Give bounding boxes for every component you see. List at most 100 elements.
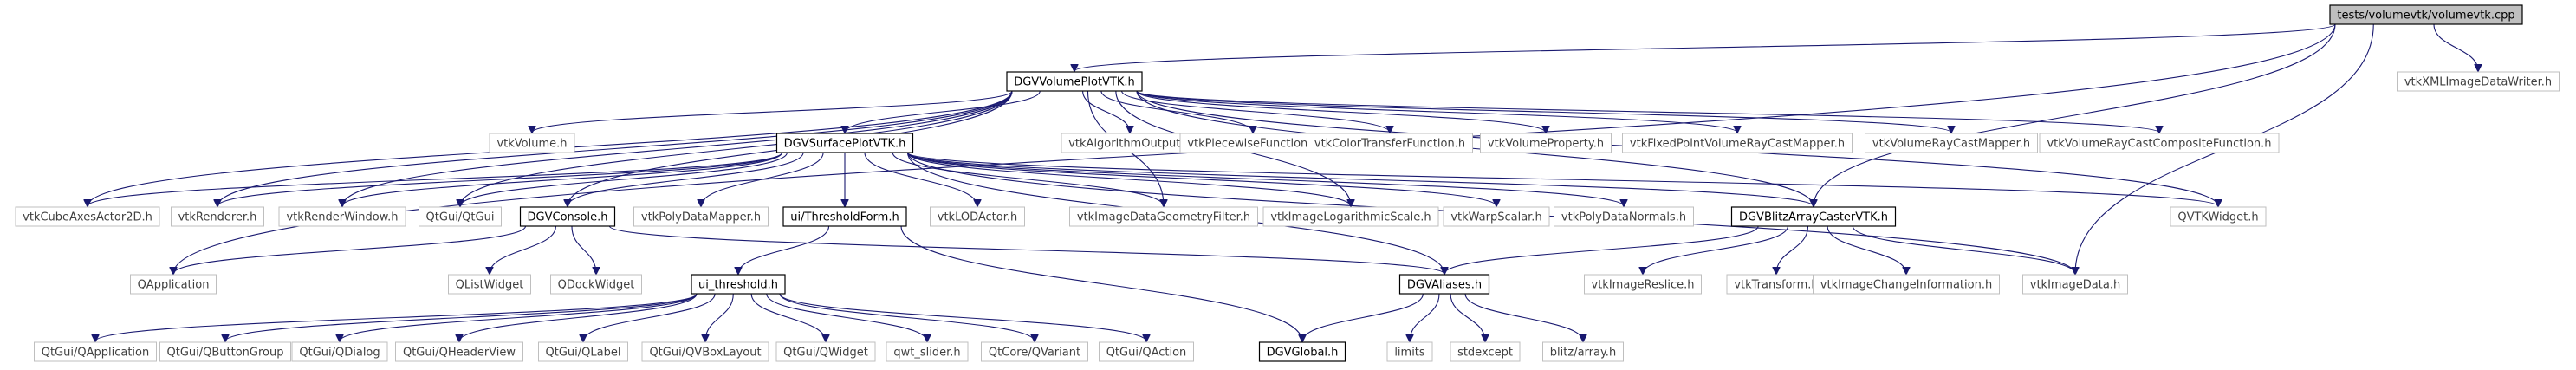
- node-box: [538, 341, 628, 362]
- node-label: DGVBlitzArrayCasterVTK.h: [1739, 211, 1888, 224]
- node-label: stdexcept: [1457, 347, 1513, 360]
- node-box: [291, 341, 388, 362]
- edge-uithreshold-to-qaction: [779, 293, 1146, 341]
- edge-dgvsurf-to-polymapper: [701, 152, 824, 206]
- node-dgvaliases-h[interactable]: DGVAliases.h: [1398, 274, 1490, 295]
- edge-uithreshold-to-qgui_qapp: [95, 293, 698, 341]
- node-vtkcolortransferfunction-h: vtkColorTransferFunction.h: [1307, 133, 1473, 153]
- edge-dgvsurf-to-dgvconsole: [568, 152, 804, 206]
- node-qtgui-qvboxlayout: QtGui/QVBoxLayout: [641, 341, 769, 362]
- node-label: QtGui/QApplication: [42, 347, 150, 360]
- node-label: vtkLODActor.h: [938, 211, 1018, 224]
- node-label: QtCore/QVariant: [989, 347, 1080, 360]
- node-qtgui-qlabel: QtGui/QLabel: [538, 341, 628, 362]
- node-label: QVTKWidget.h: [2177, 211, 2258, 224]
- node-box: [1398, 274, 1490, 295]
- edge-uithreshold-to-qheaderview: [459, 293, 698, 341]
- node-box: [1554, 206, 1694, 227]
- node-box: [1622, 133, 1853, 153]
- node-qtgui-qbuttongroup: QtGui/QButtonGroup: [159, 341, 291, 362]
- node-box: [1480, 133, 1612, 153]
- node-box: [1386, 341, 1433, 362]
- node-label: vtkColorTransferFunction.h: [1314, 138, 1465, 151]
- edge-dgvaliases-to-stdexcept: [1450, 293, 1485, 341]
- edge-blitzcaster-to-imagedata: [1852, 225, 2075, 274]
- node-label: vtkVolume.h: [496, 138, 567, 151]
- edge-blitzcaster-to-dgvaliases: [1444, 225, 1759, 274]
- node-label: vtkImageData.h: [2030, 279, 2120, 292]
- node-label: DGVVolumePlotVTK.h: [1014, 76, 1135, 89]
- node-dgvconsole-h[interactable]: DGVConsole.h: [519, 206, 616, 227]
- edge-dgvvol-to-colortf: [1121, 90, 1390, 133]
- node-label: vtkRenderWindow.h: [286, 211, 398, 224]
- node-box: [34, 341, 157, 362]
- node-qtgui-qheaderview: QtGui/QHeaderView: [395, 341, 523, 362]
- node-label: vtkXMLImageDataWriter.h: [2404, 76, 2552, 89]
- node-vtkvolume-h: vtkVolume.h: [489, 133, 575, 153]
- node-ui-threshold-h[interactable]: ui_threshold.h: [691, 274, 786, 295]
- node-box: [775, 133, 914, 153]
- node-qapplication: QApplication: [130, 274, 217, 295]
- node-qlistwidget: QListWidget: [448, 274, 531, 295]
- node-box: [395, 341, 523, 362]
- node-vtkimagedatageometryfilter-h: vtkImageDataGeometryFilter.h: [1069, 206, 1258, 227]
- node-vtkvolumeraycastmapper-h: vtkVolumeRayCastMapper.h: [1865, 133, 2038, 153]
- node-label: QListWidget: [456, 279, 524, 292]
- node-box: [2039, 133, 2280, 153]
- edge-dgvsurf-to-lodactor: [864, 152, 977, 206]
- node-vtkpolydatamapper-h: vtkPolyDataMapper.h: [633, 206, 769, 227]
- node-box: [1258, 341, 1346, 362]
- node-box: [775, 341, 876, 362]
- node-vtkrenderwindow-h: vtkRenderWindow.h: [278, 206, 406, 227]
- node-qtgui-qwidget: QtGui/QWidget: [775, 341, 876, 362]
- edge-dgvsurf-to-qvtkwidget: [906, 152, 2219, 206]
- node-label: vtkImageLogarithmicScale.h: [1270, 211, 1431, 224]
- edge-dgvvol-to-renderer: [217, 90, 1013, 206]
- node-box: [1099, 341, 1194, 362]
- node-vtkimagechangeinformation-h: vtkImageChangeInformation.h: [1813, 274, 2000, 295]
- node-dgvglobal-h[interactable]: DGVGlobal.h: [1258, 341, 1346, 362]
- node-tests-volumevtk-volumevtk-cpp[interactable]: tests/volumevtk/volumevtk.cpp: [2329, 4, 2523, 25]
- node-label: DGVAliases.h: [1407, 279, 1482, 292]
- node-label: QtGui/QAction: [1106, 347, 1187, 360]
- edge-dgvsurf-to-polynormals: [906, 152, 1625, 206]
- node-box: [1262, 206, 1439, 227]
- edge-dgvsurf-to-cubeaxes: [88, 152, 783, 206]
- node-label: vtkTransform.h: [1734, 279, 1818, 292]
- edge-uithreshold-to-qlabel: [583, 293, 716, 341]
- node-qtgui-qapplication: QtGui/QApplication: [34, 341, 157, 362]
- node-dgvblitzarraycastervtk-h[interactable]: DGVBlitzArrayCasterVTK.h: [1730, 206, 1897, 227]
- node-label: vtkAlgorithmOutput.h: [1068, 138, 1191, 151]
- node-vtkcubeaxesactor2d-h: vtkCubeAxesActor2D.h: [15, 206, 160, 227]
- edge-dgvsurf-to-renderer: [217, 152, 783, 206]
- node-qwt-slider-h: qwt_slider.h: [886, 341, 969, 362]
- nodes-layer: tests/volumevtk/volumevtk.cpp vtkXMLImage…: [15, 4, 2560, 362]
- node-label: QtGui/QDialog: [299, 347, 380, 360]
- node-vtkfixedpointvolumeraycastmapper-h: vtkFixedPointVolumeRayCastMapper.h: [1622, 133, 1853, 153]
- node-vtkvolumeraycastcompositefunction-h: vtkVolumeRayCastCompositeFunction.h: [2039, 133, 2280, 153]
- node-label: QtGui/QtGui: [426, 211, 495, 224]
- edge-uithreshold-to-qwtslider: [766, 293, 927, 341]
- node-box: [130, 274, 217, 295]
- node-dgvsurfaceplotvtk-h[interactable]: DGVSurfacePlotVTK.h: [775, 133, 914, 153]
- edge-dgvconsole-to-qlistwidget: [490, 225, 557, 274]
- edge-uithreshold-to-qwidget: [750, 293, 826, 341]
- edge-dgvvol-to-algout: [1082, 90, 1130, 133]
- edge-uithreshold-to-qdialog: [340, 293, 698, 341]
- node-ui-thresholdform-h[interactable]: ui/ThresholdForm.h: [782, 206, 907, 227]
- node-box: [278, 206, 406, 227]
- edge-dgvvol-to-volprop: [1136, 90, 1546, 133]
- node-vtkpiecewisefunction-h: vtkPiecewiseFunction.h: [1179, 133, 1327, 153]
- node-label: vtkWarpScalar.h: [1450, 211, 1541, 224]
- edge-blitzcaster-to-reslice: [1643, 225, 1788, 274]
- edge-root-to-dgvvol: [1074, 23, 2336, 71]
- edge-dgvaliases-to-limits: [1410, 293, 1440, 341]
- node-label: QtGui/QButtonGroup: [167, 347, 284, 360]
- node-dgvvolumeplotvtk-h[interactable]: DGVVolumePlotVTK.h: [1006, 71, 1143, 92]
- edge-dgvconsole-to-dgvaliases: [608, 225, 1445, 274]
- node-box: [550, 274, 642, 295]
- edge-dgvsurf-to-renwin: [342, 152, 783, 206]
- node-box: [419, 206, 502, 227]
- node-label: DGVGlobal.h: [1267, 347, 1339, 360]
- edge-dgvvol-to-fixedpt: [1136, 90, 1737, 133]
